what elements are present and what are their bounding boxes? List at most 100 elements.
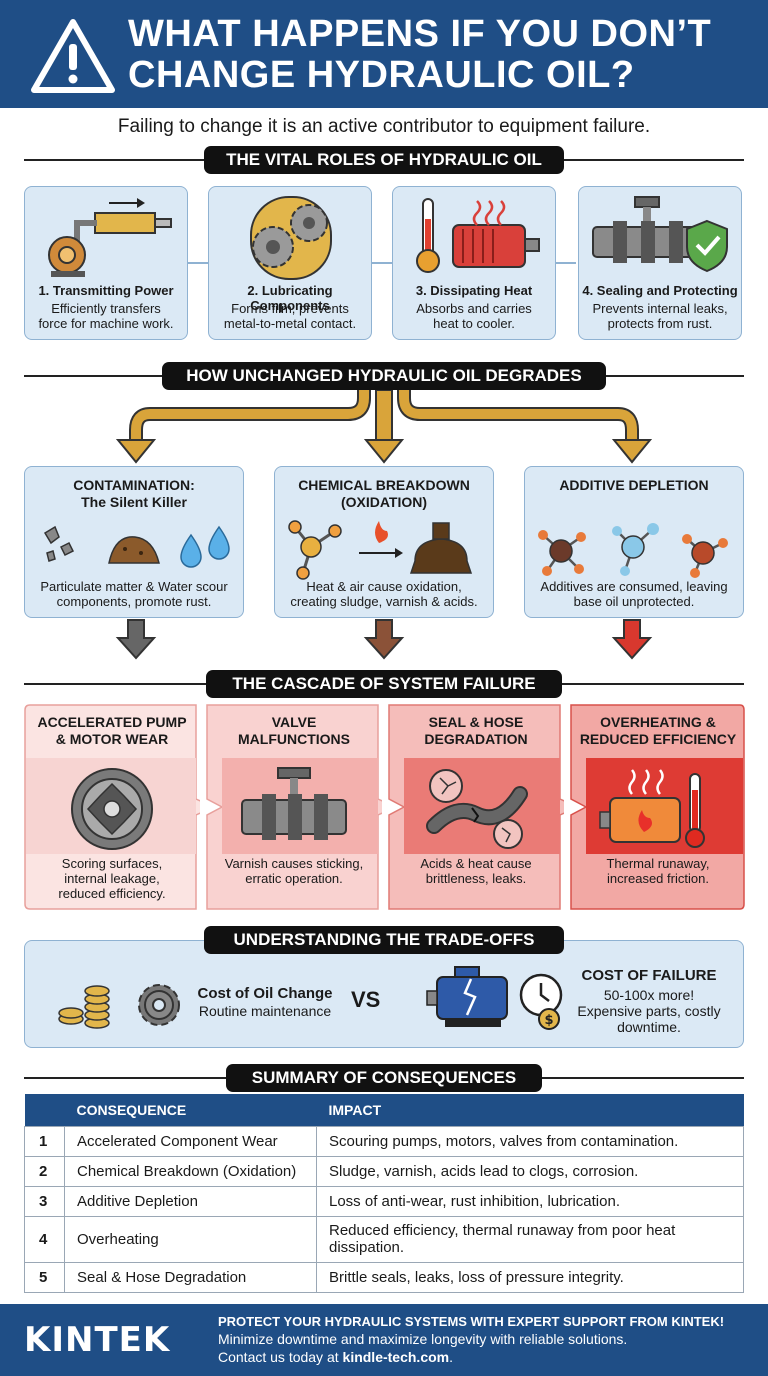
degrade-title: CONTAMINATION:The Silent Killer (73, 477, 195, 510)
table-header-impact: IMPACT (316, 1094, 744, 1126)
section-title: HOW UNCHANGED HYDRAULIC OIL DEGRADES (162, 362, 606, 390)
section-title: UNDERSTANDING THE TRADE-OFFS (204, 926, 564, 954)
hydraulic-cylinder-icon (48, 198, 172, 277)
row-consequence: Seal & Hose Degradation (64, 1261, 317, 1293)
row-consequence: Chemical Breakdown (Oxidation) (64, 1155, 317, 1187)
svg-text:$: $ (544, 1013, 553, 1028)
row-consequence: Accelerated Component Wear (64, 1125, 317, 1157)
tradeoffs-panel: Cost of Oil Change Routine maintenance V… (24, 940, 744, 1048)
row-consequence: Additive Depletion (64, 1185, 317, 1217)
valve-icon (241, 767, 347, 840)
table-header-consequence: CONSEQUENCE (64, 1094, 317, 1126)
row-impact: Scouring pumps, motors, valves from cont… (316, 1125, 744, 1157)
website-link[interactable]: kindle-tech.com (342, 1349, 450, 1365)
consequences-table: CONSEQUENCE IMPACT 1 Accelerated Compone… (24, 1094, 744, 1293)
page-title: What happens if you don’t change hydraul… (128, 13, 712, 96)
down-arrows (115, 619, 653, 660)
table-row: 5 Seal & Hose Degradation Brittle seals,… (24, 1261, 744, 1293)
table-header-num (24, 1094, 65, 1126)
section-cascade: THE CASCADE OF SYSTEM FAILURE (24, 670, 744, 698)
failure-title: ACCELERATED PUMP& MOTOR WEAR (37, 714, 187, 747)
failure-desc: Scoring surfaces,internal leakage,reduce… (58, 856, 166, 901)
footer-banner: KINTEK PROTECT YOUR HYDRAULIC SYSTEMS WI… (0, 1304, 768, 1376)
vs-label: VS (351, 987, 381, 1012)
connector (372, 262, 392, 264)
page-subtitle: Failing to change it is an active contri… (117, 116, 651, 137)
overheating-motor-icon (599, 769, 705, 848)
connector (188, 262, 208, 264)
section-degrades: HOW UNCHANGED HYDRAULIC OIL DEGRADES (24, 362, 744, 390)
kintek-logo: KINTEK (24, 1320, 171, 1360)
row-consequence: Overheating (64, 1215, 317, 1263)
role-title: 1. Transmitting Power (38, 283, 174, 298)
degrade-card-contamination: CONTAMINATION:The Silent Killer Particul… (24, 466, 244, 618)
coins-gear-icon (58, 984, 180, 1029)
oil-change-cost-desc: Routine maintenance (198, 1003, 332, 1019)
footer-headline: PROTECT YOUR HYDRAULIC SYSTEMS WITH EXPE… (218, 1314, 725, 1329)
section-title: THE VITAL ROLES OF HYDRAULIC OIL (204, 146, 564, 174)
failure-desc: Varnish causes sticking,erratic operatio… (224, 856, 364, 886)
row-impact: Loss of anti-wear, rust inhibition, lubr… (316, 1185, 744, 1217)
footer-contact: Contact us today at kindle-tech.com. (218, 1349, 454, 1365)
degrade-card-oxidation: CHEMICAL BREAKDOWN(OXIDATION) Heat & air… (274, 466, 494, 618)
role-card-lubricating: 2. Lubricating Components Forms film, pr… (208, 186, 372, 340)
row-num: 4 (24, 1215, 65, 1263)
row-impact: Reduced efficiency, thermal runaway from… (316, 1215, 744, 1263)
table-row: 3 Additive Depletion Loss of anti-wear, … (24, 1185, 744, 1217)
branching-arrows (115, 390, 653, 464)
broken-motor-clock-icon: $ (426, 966, 563, 1030)
row-num: 3 (24, 1185, 65, 1217)
row-num: 2 (24, 1155, 65, 1187)
connector (556, 262, 576, 264)
row-impact: Sludge, varnish, acids lead to clogs, co… (316, 1155, 744, 1187)
table-row: 1 Accelerated Component Wear Scouring pu… (24, 1125, 744, 1157)
role-title: 3. Dissipating Heat (415, 283, 533, 298)
failure-card-overheating: OVERHEATING &REDUCED EFFICIENCY Thermal … (570, 704, 746, 910)
role-title: 4. Sealing and Protecting (582, 283, 738, 298)
table-row: 2 Chemical Breakdown (Oxidation) Sludge,… (24, 1155, 744, 1187)
oxidation-icon (288, 520, 473, 580)
failure-card-pump: ACCELERATED PUMP& MOTOR WEAR Scoring sur… (24, 704, 200, 910)
gears-icon (250, 196, 332, 280)
role-desc: Prevents internal leaks,protects from ru… (592, 301, 728, 331)
failure-desc: Thermal runaway,increased friction. (606, 856, 710, 886)
section-tradeoffs: UNDERSTANDING THE TRADE-OFFS (204, 926, 564, 954)
header-banner: What happens if you don’t change hydraul… (0, 0, 768, 108)
table-row: 4 Overheating Reduced efficiency, therma… (24, 1215, 744, 1263)
section-title: THE CASCADE OF SYSTEM FAILURE (206, 670, 562, 698)
oil-change-cost-title: Cost of Oil Change (197, 985, 333, 1002)
row-num: 1 (24, 1125, 65, 1157)
warning-icon (31, 19, 115, 93)
valve-shield-icon (592, 196, 728, 273)
role-card-sealing: 4. Sealing and Protecting Prevents inter… (578, 186, 742, 340)
failure-cost-title: COST OF FAILURE (581, 967, 717, 984)
section-roles: THE VITAL ROLES OF HYDRAULIC OIL (24, 146, 744, 174)
row-num: 5 (24, 1261, 65, 1293)
contaminants-icon (43, 525, 230, 568)
footer-tagline: Minimize downtime and maximize longevity… (218, 1331, 628, 1347)
failure-title: OVERHEATING &REDUCED EFFICIENCY (579, 714, 737, 747)
degrade-desc: Heat & air cause oxidation,creating slud… (290, 579, 478, 609)
degrade-card-additive: ADDITIVE DEPLETION Additives are consume… (524, 466, 744, 618)
molecules-icon (538, 523, 728, 578)
cracked-hose-icon (426, 769, 528, 849)
section-summary: SUMMARY OF CONSEQUENCES (24, 1064, 744, 1092)
role-title: 2. Lubricating Components (247, 283, 333, 313)
row-impact: Brittle seals, leaks, loss of pressure i… (316, 1261, 744, 1293)
degrade-title: CHEMICAL BREAKDOWN(OXIDATION) (298, 477, 470, 510)
pump-icon (71, 768, 153, 850)
role-card-power: 1. Transmitting Power Efficiently transf… (24, 186, 188, 340)
section-title: SUMMARY OF CONSEQUENCES (226, 1064, 542, 1092)
